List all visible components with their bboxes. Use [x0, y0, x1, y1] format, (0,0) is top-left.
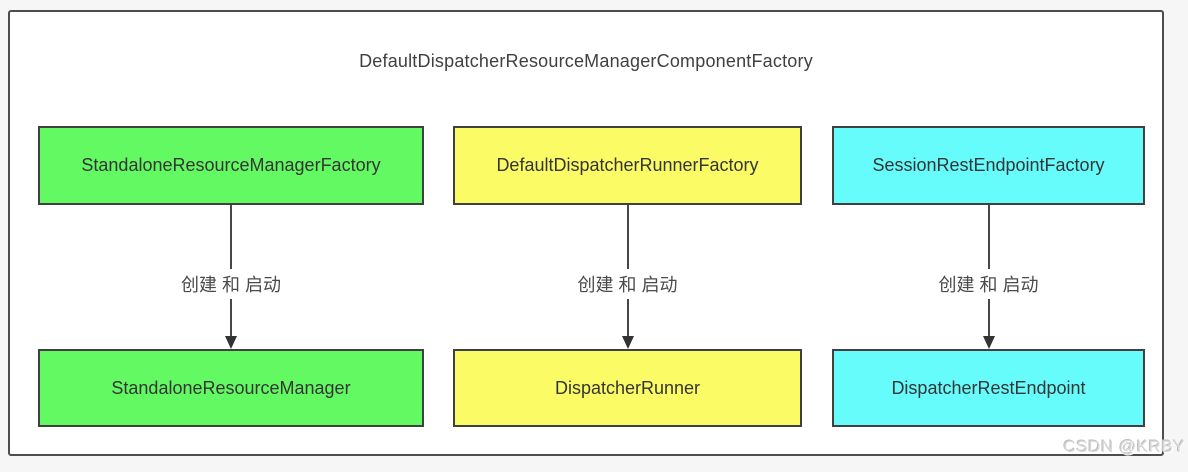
factory-box-session-rest-endpoint-factory: SessionRestEndpointFactory	[832, 126, 1145, 205]
component-box-dispatcher-rest-endpoint: DispatcherRestEndpoint	[832, 349, 1145, 427]
edge-label-create-and-start: 创建 和 启动	[571, 269, 684, 299]
edge-label-create-and-start: 创建 和 启动	[932, 269, 1045, 299]
diagram-frame: DefaultDispatcherResourceManagerComponen…	[8, 10, 1164, 456]
column-resource-manager: StandaloneResourceManagerFactory 创建 和 启动…	[38, 12, 424, 454]
diagram-title: DefaultDispatcherResourceManagerComponen…	[359, 51, 813, 71]
arrow-head-icon	[621, 336, 634, 349]
csdn-watermark: CSDN @KRBY	[1063, 437, 1185, 456]
component-box-standalone-resource-manager: StandaloneResourceManager	[38, 349, 424, 427]
arrow-head-icon	[982, 336, 995, 349]
arrow-head-icon	[225, 336, 237, 349]
factory-box-default-dispatcher-runner-factory: DefaultDispatcherRunnerFactory	[453, 126, 802, 205]
factory-box-standalone-resource-manager-factory: StandaloneResourceManagerFactory	[38, 126, 424, 205]
edge-label-create-and-start: 创建 和 启动	[174, 269, 288, 299]
column-dispatcher-runner: DefaultDispatcherRunnerFactory 创建 和 启动 D…	[453, 12, 802, 454]
column-rest-endpoint: SessionRestEndpointFactory 创建 和 启动 Dispa…	[832, 12, 1145, 454]
component-box-dispatcher-runner: DispatcherRunner	[453, 349, 802, 427]
